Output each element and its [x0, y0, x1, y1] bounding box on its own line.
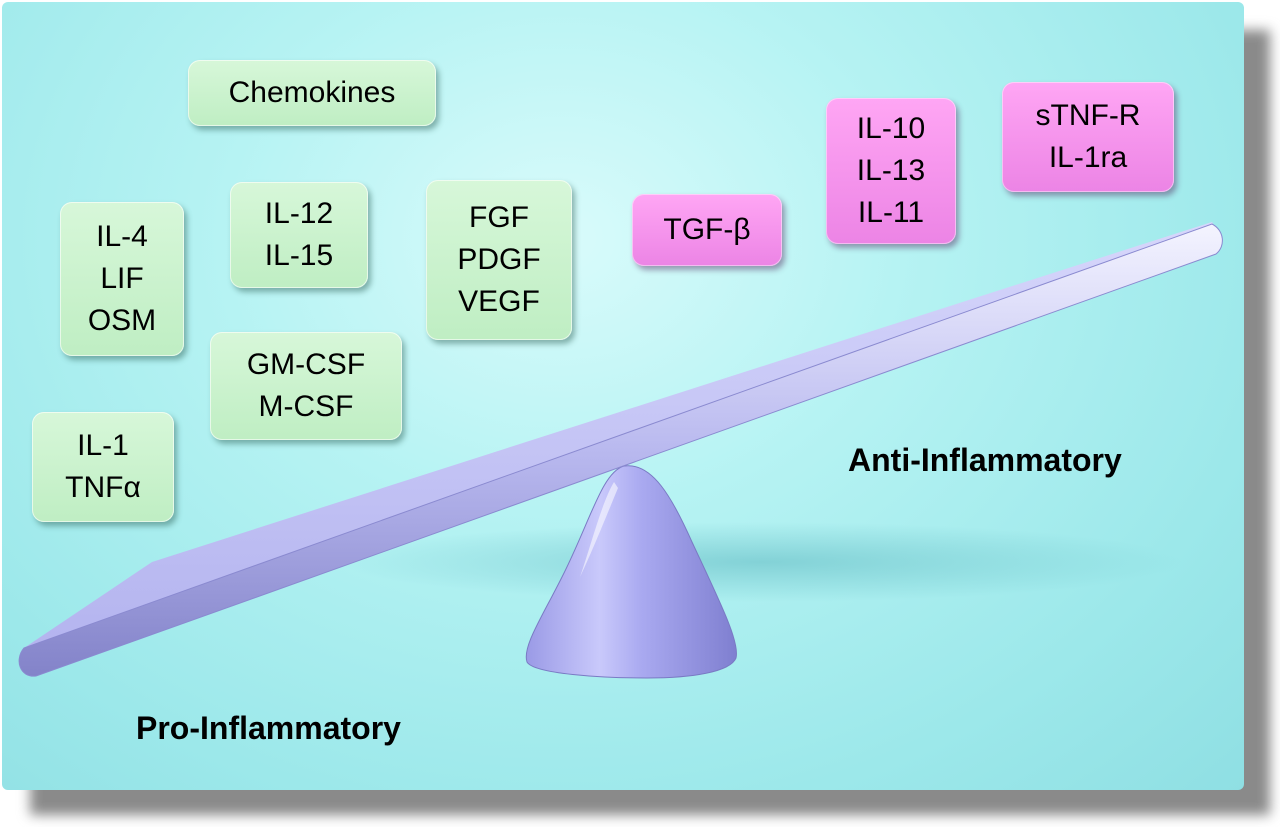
lif-label: LIF: [100, 262, 144, 295]
mcsf-label: M-CSF: [258, 390, 354, 423]
chemokines-label: Chemokines: [228, 76, 396, 109]
seesaw-illustration: [18, 222, 1223, 679]
gmcsf-label: GM-CSF: [246, 348, 366, 381]
chemokines-box: Chemokines: [188, 60, 436, 126]
beam-shadow: [342, 522, 1182, 602]
il4-label: IL-4: [96, 220, 148, 253]
il10-label: IL-10: [856, 112, 926, 145]
il10-il13-il11-box: IL-10 IL-13 IL-11: [826, 98, 956, 244]
pro-inflammatory-label: Pro-Inflammatory: [136, 710, 401, 746]
stnfr-il1ra-box: sTNF-R IL-1ra: [1002, 82, 1174, 192]
il1ra-label: IL-1ra: [1048, 141, 1128, 174]
tgf-beta-box: TGF-β: [632, 194, 782, 266]
diagram-panel: Chemokines IL-4 LIF OSM IL-12 IL-15 FGF …: [2, 2, 1244, 790]
il15-label: IL-15: [264, 239, 334, 272]
anti-inflammatory-label: Anti-Inflammatory: [848, 442, 1122, 478]
pdgf-label: PDGF: [457, 243, 541, 276]
vegf-label: VEGF: [458, 285, 540, 318]
beam-front-edge: [18, 223, 1223, 677]
il12-label: IL-12: [264, 197, 334, 230]
tgf-beta-label: TGF-β: [663, 213, 751, 246]
fulcrum-highlight: [580, 482, 618, 577]
fgf-label: FGF: [469, 201, 529, 234]
fulcrum: [525, 465, 738, 679]
il11-label: IL-11: [857, 196, 925, 229]
stnfr-label: sTNF-R: [1035, 99, 1141, 132]
fgf-pdgf-vegf-box: FGF PDGF VEGF: [426, 180, 572, 340]
il1-label: IL-1: [77, 429, 129, 462]
il13-label: IL-13: [856, 154, 926, 187]
osm-label: OSM: [87, 304, 157, 337]
tnf-alpha-label: TNFα: [65, 471, 141, 504]
il1-tnf-box: IL-1 TNFα: [32, 412, 174, 522]
il4-lif-osm-box: IL-4 LIF OSM: [60, 202, 184, 356]
gmcsf-mcsf-box: GM-CSF M-CSF: [210, 332, 402, 440]
il12-il15-box: IL-12 IL-15: [230, 182, 368, 288]
